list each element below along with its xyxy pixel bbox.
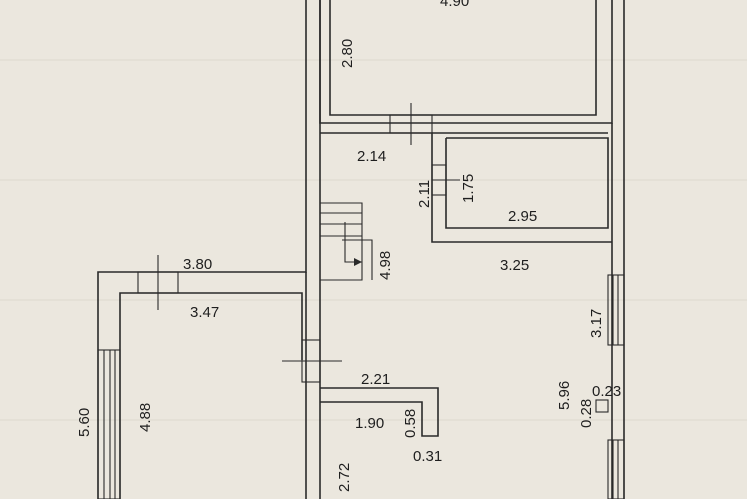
dim-niche-wall: 0.31	[413, 448, 442, 465]
dim-column-a: 0.23	[592, 383, 621, 400]
niche-walls	[320, 387, 439, 437]
dim-left-inner-height: 4.88	[137, 403, 154, 432]
dim-top-room-width: 4.90	[440, 0, 469, 10]
dim-niche-depth: 0.58	[402, 409, 419, 438]
dim-column-b: 0.28	[578, 399, 595, 428]
left-room-walls	[97, 0, 342, 499]
dim-left-outer-height: 5.60	[76, 408, 93, 437]
dim-closet-height-a: 2.11	[416, 180, 433, 208]
dim-niche-width: 2.21	[361, 371, 390, 388]
dim-niche-inner-width: 1.90	[355, 415, 384, 432]
dim-left-outer-width: 3.80	[183, 256, 212, 273]
dim-top-room-height: 2.80	[339, 39, 356, 68]
right-room-walls	[595, 0, 625, 499]
dim-hall-width: 2.14	[357, 148, 386, 165]
dim-right-room-height: 5.96	[556, 381, 573, 410]
dim-closet-width: 2.95	[508, 208, 537, 225]
dim-right-window-height: 3.17	[588, 309, 605, 338]
dim-corridor-height: 2.72	[336, 463, 353, 492]
top-room-walls	[319, 0, 613, 145]
dim-closet-height-b: 1.75	[460, 174, 477, 203]
dim-stair-length: 4.98	[377, 251, 394, 280]
dimension-labels: 4.90 2.80 2.14 2.11 1.75 2.95 4.98 3.25 …	[76, 0, 621, 492]
paper-grid	[0, 59, 747, 421]
hall-walls	[320, 132, 612, 243]
dim-left-inner-width: 3.47	[190, 304, 219, 321]
staircase	[320, 202, 373, 281]
dim-right-room-width: 3.25	[500, 257, 529, 274]
